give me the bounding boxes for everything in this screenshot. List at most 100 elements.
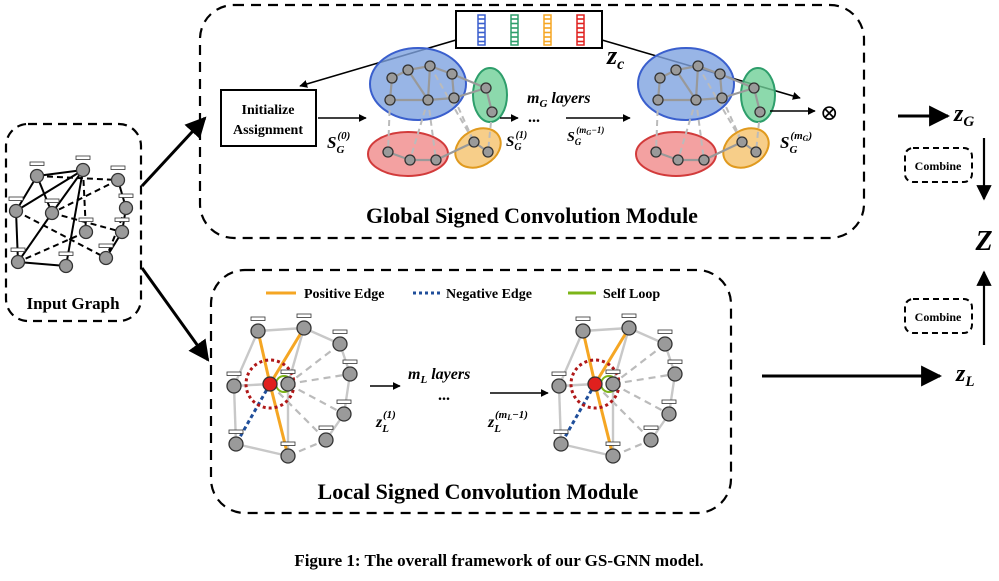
- vector-bar: [477, 14, 486, 46]
- figure-caption: Figure 1: The overall framework of our G…: [294, 551, 703, 570]
- graph-node: [250, 323, 266, 339]
- graph-node: [280, 376, 296, 392]
- graph-node: [698, 154, 710, 166]
- graph-node: [386, 72, 398, 84]
- local-module-border: [209, 268, 733, 515]
- negative-edge: [105, 207, 127, 259]
- positive-edge-neighbor: [286, 327, 306, 385]
- initialize-label: Initialize: [242, 103, 295, 118]
- global-ellipsis: ...: [528, 109, 540, 126]
- local-graph-first: [226, 313, 358, 464]
- positive-edge: [435, 141, 475, 161]
- graph-node: [605, 376, 621, 392]
- node-feature-vector: [551, 371, 567, 376]
- combine-box-top: [904, 147, 973, 183]
- node-feature-vector: [75, 155, 91, 160]
- graph-node: [78, 224, 94, 240]
- s-g-0-label: SG(0): [327, 130, 350, 156]
- z-label: Z: [974, 226, 992, 257]
- graph-node: [654, 72, 666, 84]
- negative-edge-neighbor: [594, 383, 652, 441]
- negative-edge-neighbor: [287, 343, 341, 385]
- mg-layers-label: mG layers: [527, 90, 591, 110]
- node-feature-vector: [667, 359, 683, 364]
- node-feature-vector: [8, 196, 24, 201]
- node-feature-vector: [553, 429, 569, 434]
- positive-edge: [17, 261, 67, 267]
- graph-node: [280, 448, 296, 464]
- positive-edge-neighbor: [582, 326, 630, 333]
- graph-node: [58, 258, 74, 274]
- positive-edge: [268, 327, 306, 385]
- graph-node: [336, 406, 352, 422]
- zl-label: zL: [955, 361, 975, 390]
- graph-node: [424, 60, 436, 72]
- graph-node: [750, 146, 762, 158]
- graph-node: [262, 376, 278, 392]
- node-feature-vector: [661, 399, 677, 404]
- graph-node: [384, 94, 396, 106]
- graph-node: [402, 64, 414, 76]
- graph-node: [551, 378, 567, 394]
- graph-node: [44, 205, 60, 221]
- node-feature-vector: [605, 441, 621, 446]
- graph-node: [667, 366, 683, 382]
- s-g-mg-label: SG(mG): [780, 130, 812, 156]
- negative-edge-neighbor: [269, 383, 327, 441]
- graph-node: [342, 366, 358, 382]
- graph-node: [98, 250, 114, 266]
- graph-node: [643, 432, 659, 448]
- graph-node: [672, 154, 684, 166]
- graph-node: [650, 146, 662, 158]
- negative-edge: [697, 65, 743, 143]
- node-feature-vector: [10, 247, 26, 252]
- cluster-orange: [722, 127, 770, 169]
- positive-edge: [51, 169, 84, 214]
- cluster-graph-final: [635, 47, 776, 177]
- legend-positive-label: Positive Edge: [304, 287, 385, 302]
- negative-edge: [429, 65, 475, 143]
- cluster-graph-initial: [367, 47, 508, 177]
- node-feature-vector: [342, 359, 358, 364]
- graph-node: [422, 94, 434, 106]
- positive-edge-neighbor: [257, 326, 305, 333]
- negative-edge: [427, 99, 437, 161]
- negative-edge: [721, 97, 743, 143]
- assignment-label: Assignment: [233, 123, 303, 138]
- node-feature-vector: [58, 251, 74, 256]
- zc-vector-bars: [477, 14, 585, 46]
- combine-box-bottom: [904, 298, 973, 334]
- positive-edge-neighbor: [560, 442, 614, 458]
- node-feature-vector: [250, 316, 266, 321]
- input-graph-border: [4, 122, 143, 323]
- graph-node: [446, 68, 458, 80]
- positive-edge: [17, 212, 53, 263]
- zc-label: zc: [606, 41, 624, 73]
- positive-edge: [703, 141, 743, 161]
- node-feature-vector: [226, 371, 242, 376]
- positive-edge-neighbor: [235, 442, 289, 458]
- negative-edge: [677, 99, 697, 161]
- node-feature-vector: [228, 429, 244, 434]
- graph-node: [29, 168, 45, 184]
- z-l-1-label: zL(1): [375, 409, 396, 435]
- graph-node: [318, 432, 334, 448]
- outputs-panel: zG Combine Z Combine zL: [762, 101, 993, 390]
- graph-node: [404, 154, 416, 166]
- graph-node: [621, 320, 637, 336]
- combine-label-bottom: Combine: [915, 310, 962, 324]
- positive-edge: [593, 327, 631, 385]
- node-feature-vector: [621, 313, 637, 318]
- legend-negative-label: Negative Edge: [446, 287, 532, 302]
- negative-edge: [234, 383, 272, 445]
- edge-legend: Positive Edge Negative Edge Self Loop: [266, 287, 660, 302]
- graph-node: [482, 146, 494, 158]
- node-feature-vector: [44, 198, 60, 203]
- graph-node: [228, 436, 244, 452]
- arrow-to-local: [140, 267, 210, 362]
- graph-node: [652, 94, 664, 106]
- positive-edge-neighbor: [557, 330, 585, 387]
- input-graph-network: [8, 155, 134, 274]
- node-feature-vector: [29, 161, 45, 166]
